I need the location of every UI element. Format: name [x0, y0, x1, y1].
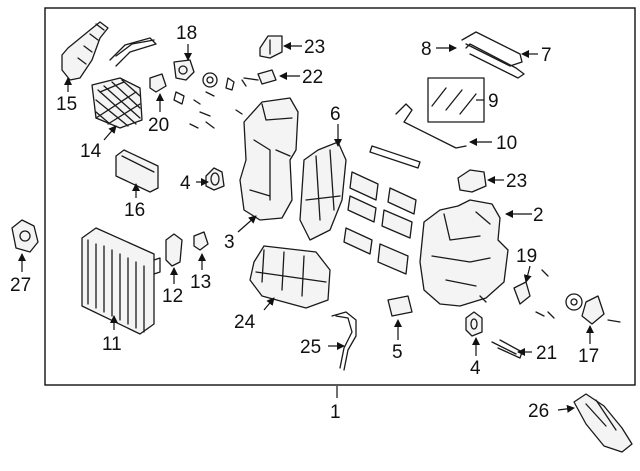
callout-12: 12 — [162, 286, 183, 307]
part-14-heater-core[interactable] — [91, 77, 143, 129]
part-7-8-rods[interactable] — [461, 31, 525, 79]
part-2-case-right[interactable] — [419, 199, 509, 307]
callout-10: 10 — [496, 133, 517, 154]
damper-doors[interactable] — [343, 145, 421, 275]
leader-lines — [18, 42, 594, 413]
part-11-evaporator[interactable] — [81, 227, 161, 335]
callout-4-left: 4 — [180, 173, 191, 194]
part-22-connector[interactable] — [243, 69, 277, 85]
callout-8: 8 — [421, 39, 432, 60]
part-4-grommet-left[interactable] — [205, 167, 225, 191]
part-27-bracket[interactable] — [11, 219, 39, 253]
callout-21: 21 — [536, 343, 557, 364]
callout-27: 27 — [10, 275, 31, 296]
callout-20: 20 — [148, 115, 169, 136]
callout-1: 1 — [330, 402, 341, 423]
callout-15: 15 — [56, 94, 77, 115]
part-3-case-left[interactable] — [239, 97, 299, 221]
callout-22: 22 — [302, 67, 323, 88]
part-23-bracket-top[interactable] — [259, 35, 283, 59]
part-9-pins[interactable] — [427, 77, 485, 123]
part-15-duct[interactable] — [61, 21, 157, 81]
callout-7: 7 — [541, 45, 552, 66]
callout-11: 11 — [102, 334, 122, 355]
part-26-duct[interactable] — [573, 393, 633, 453]
part-25-drain-hose[interactable] — [331, 311, 357, 371]
callout-19: 19 — [516, 246, 537, 267]
callout-23-top: 23 — [304, 37, 325, 58]
part-6-divider[interactable] — [299, 141, 347, 241]
part-13-cap[interactable] — [193, 231, 209, 251]
part-18-actuator[interactable] — [173, 59, 195, 81]
part-20-actuator[interactable] — [149, 72, 247, 129]
callout-6: 6 — [330, 104, 341, 125]
callout-23-right: 23 — [506, 171, 527, 192]
callout-9: 9 — [488, 91, 499, 112]
callout-13: 13 — [190, 272, 211, 293]
callout-26: 26 — [528, 401, 549, 422]
callout-18: 18 — [176, 23, 197, 44]
assembly-frame — [44, 7, 636, 386]
part-21-sensor[interactable] — [491, 339, 523, 359]
part-24-lower-case[interactable] — [249, 245, 331, 309]
callout-25: 25 — [300, 337, 321, 358]
callout-labels: 1 2 3 4 4 5 6 7 8 9 10 11 12 13 14 15 16… — [10, 23, 599, 423]
callout-2: 2 — [533, 205, 544, 226]
callout-5: 5 — [392, 342, 403, 363]
part-12-grommet[interactable] — [165, 233, 183, 267]
part-23-bracket-right[interactable] — [457, 169, 487, 193]
callout-14: 14 — [80, 141, 102, 162]
callout-4-right: 4 — [470, 358, 481, 379]
callout-16: 16 — [124, 200, 145, 221]
part-10-link-rod[interactable] — [395, 103, 467, 149]
part-5-seal[interactable] — [387, 295, 413, 317]
callout-24: 24 — [234, 312, 256, 333]
callout-17: 17 — [578, 346, 599, 367]
part-17-actuator[interactable] — [565, 293, 621, 325]
part-16-filter-cover[interactable] — [115, 149, 159, 193]
callout-3: 3 — [224, 232, 235, 253]
part-19-actuator[interactable] — [479, 269, 555, 319]
part-4-grommet-right[interactable] — [465, 311, 483, 337]
